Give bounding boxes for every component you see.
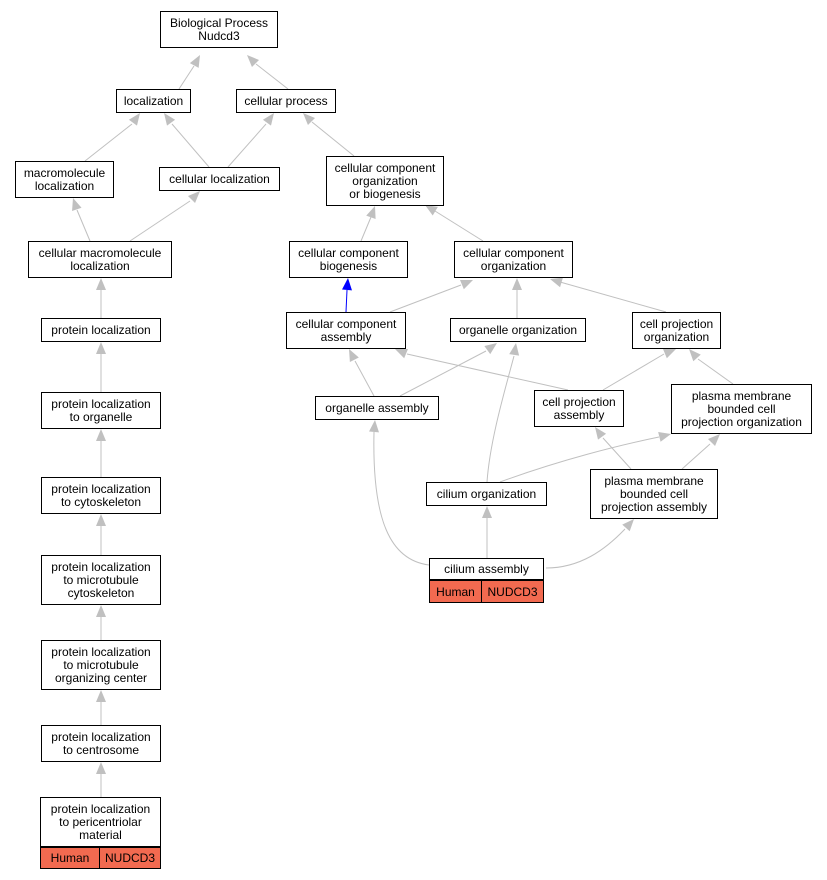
node-protein-localization-to-organelle[interactable]: protein localization to organelle	[41, 392, 161, 429]
node-cellular-component-org-or-biogenesis[interactable]: cellular component organization or bioge…	[326, 156, 444, 206]
edge-pmbo-cpo-arrowhead	[689, 349, 701, 362]
edge-cca-ccb-highlight-arrowhead	[342, 278, 352, 291]
edge-cpa-cca	[406, 353, 569, 391]
edge-localization-root-arrowhead	[189, 55, 200, 68]
gene-cell[interactable]: NUDCD3	[482, 580, 544, 603]
edge-pl-cmloc-arrowhead	[96, 278, 106, 290]
edge-co-pmbo-arrowhead	[658, 432, 671, 442]
edge-cca-ccb-highlight	[345, 289, 348, 313]
edge-ca-pmba-arrowhead	[622, 519, 634, 532]
annotation-row-pericentriolar: Human NUDCD3	[40, 847, 161, 869]
edge-oa-oo-arrowhead	[484, 343, 497, 355]
node-protein-localization[interactable]: protein localization	[41, 318, 161, 342]
node-cellular-component-organization[interactable]: cellular component organization	[454, 241, 573, 278]
edge-macromolecule-localization-arrowhead	[128, 113, 140, 126]
edge-plpm-plcs-arrowhead	[96, 762, 106, 774]
gene-cell[interactable]: NUDCD3	[100, 847, 161, 869]
edge-cellular-localization-localization	[171, 123, 210, 168]
node-cilium-assembly[interactable]: cilium assembly	[429, 558, 544, 580]
edge-cco-ccob	[434, 210, 484, 242]
edge-cmloc-macromolecule	[76, 209, 91, 242]
edge-plmtoc-plmc-arrowhead	[96, 605, 106, 617]
edge-ccob-process-arrowhead	[303, 113, 316, 126]
edge-ca-oa	[373, 431, 430, 566]
edge-macromolecule-localization	[84, 123, 133, 162]
edge-plc-plo-arrowhead	[96, 429, 106, 441]
edge-oa-cca-arrowhead	[349, 349, 359, 362]
node-localization[interactable]: localization	[116, 89, 191, 113]
edge-cpo-cco	[559, 281, 667, 313]
species-cell: Human	[40, 847, 100, 869]
edge-oo-cco-arrowhead	[512, 278, 522, 290]
edge-co-oo	[486, 355, 515, 483]
edge-ca-oa-arrowhead	[369, 420, 379, 433]
node-protein-localization-to-mtoc[interactable]: protein localization to microtubule orga…	[41, 640, 161, 690]
node-macromolecule-localization[interactable]: macromolecule localization	[15, 161, 114, 198]
edge-cellular-localization-process-arrowhead	[262, 113, 274, 126]
node-cellular-component-assembly[interactable]: cellular component assembly	[286, 312, 406, 349]
node-cellular-macromolecule-localization[interactable]: cellular macromolecule localization	[28, 241, 172, 278]
node-cell-projection-assembly[interactable]: cell projection assembly	[534, 390, 624, 427]
annotation-row-cilium-assembly: Human NUDCD3	[429, 580, 544, 603]
node-cellular-component-biogenesis[interactable]: cellular component biogenesis	[289, 241, 408, 278]
node-plasma-membrane-bounded-cell-projection-organization[interactable]: plasma membrane bounded cell projection …	[671, 384, 812, 434]
edge-co-oo-arrowhead	[509, 343, 520, 356]
edge-plcs-plmtoc-arrowhead	[96, 690, 106, 702]
node-protein-localization-to-cytoskeleton[interactable]: protein localization to cytoskeleton	[41, 477, 161, 514]
node-protein-localization-to-centrosome[interactable]: protein localization to centrosome	[41, 725, 161, 762]
node-protein-localization-to-pericentriolar-material[interactable]: protein localization to pericentriolar m…	[40, 797, 161, 847]
edge-ccob-process	[311, 121, 355, 157]
node-organelle-assembly[interactable]: organelle assembly	[315, 396, 439, 420]
node-cell-projection-organization[interactable]: cell projection organization	[632, 312, 721, 349]
species-cell: Human	[429, 580, 482, 603]
edge-ccb-ccob-arrowhead	[366, 206, 376, 219]
edge-pmba-pmbo-arrowhead	[707, 434, 720, 447]
edge-ccb-ccob	[360, 216, 372, 242]
node-cilium-organization[interactable]: cilium organization	[426, 482, 547, 506]
edge-cellular-process-root	[255, 63, 289, 90]
edge-cca-cco	[389, 284, 462, 313]
node-organelle-organization[interactable]: organelle organization	[450, 318, 586, 342]
node-protein-localization-to-microtubule-cytoskeleton[interactable]: protein localization to microtubule cyto…	[41, 555, 161, 605]
edge-pmba-cpa-arrowhead	[595, 427, 607, 440]
edge-co-pmbo	[499, 436, 660, 483]
edge-plmc-plc-arrowhead	[96, 514, 106, 526]
edge-oa-oo	[399, 350, 487, 397]
edge-cellular-localization-localization-arrowhead	[164, 113, 176, 126]
edge-cco-ccob-arrowhead	[425, 205, 438, 216]
edge-plo-pl-arrowhead	[96, 342, 106, 354]
node-biological-process[interactable]: Biological Process Nudcd3	[160, 11, 278, 48]
node-plasma-membrane-bounded-cell-projection-assembly[interactable]: plasma membrane bounded cell projection …	[590, 469, 718, 519]
edge-cpo-cco-arrowhead	[550, 277, 563, 288]
edge-cellular-localization-process	[227, 123, 267, 168]
edge-cpa-cca-arrowhead	[395, 349, 408, 359]
edge-pmba-pmbo	[681, 443, 711, 470]
edge-cpa-cpo	[602, 353, 665, 391]
edge-localization-root	[178, 65, 195, 90]
edge-pmbo-cpo	[697, 358, 734, 385]
edge-ca-pmba	[545, 528, 626, 569]
edge-cpa-cpo-arrowhead	[663, 349, 676, 359]
edge-cmloc-cellular-localization-arrowhead	[187, 191, 200, 204]
edge-ca-co-arrowhead	[482, 506, 492, 518]
node-cellular-process[interactable]: cellular process	[236, 89, 336, 113]
edge-oa-cca	[354, 360, 375, 397]
edge-pmba-cpa	[602, 437, 632, 470]
edge-cca-cco-arrowhead	[460, 280, 473, 290]
node-cellular-localization[interactable]: cellular localization	[159, 167, 280, 191]
edge-cmloc-macromolecule-arrowhead	[72, 198, 82, 211]
edge-cellular-process-root-arrowhead	[247, 55, 260, 68]
edge-cmloc-cellular-localization	[129, 200, 191, 242]
